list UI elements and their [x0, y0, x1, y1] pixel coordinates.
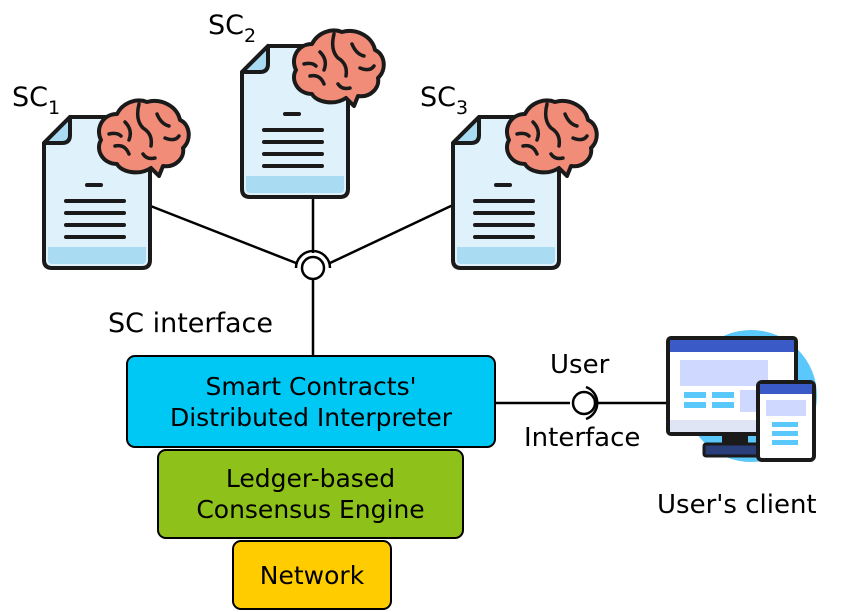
sc-interface-label: SC interface: [108, 308, 273, 339]
consensus-line-2: Consensus Engine: [196, 495, 425, 524]
sc1-label: SC1: [12, 82, 61, 119]
sc2-brain-icon: [291, 28, 386, 108]
user-interface-socket-icon: [571, 385, 599, 421]
network-label: Network: [259, 560, 365, 590]
consensus-engine-box: Ledger-based Consensus Engine: [157, 449, 464, 539]
connector-sc3: [329, 203, 454, 265]
connector-sc1: [147, 203, 297, 265]
sc2-label: SC2: [208, 10, 257, 47]
network-box: Network: [232, 540, 392, 610]
users-client-label: User's client: [657, 490, 817, 520]
distributed-interpreter-box: Smart Contracts' Distributed Interpreter: [126, 355, 496, 448]
interpreter-line-1: Smart Contracts': [205, 371, 417, 401]
interpreter-line-2: Distributed Interpreter: [169, 402, 453, 432]
user-interface-label-line-2: Interface: [524, 423, 641, 453]
tablet-icon: [756, 380, 816, 462]
sc1-brain-icon: [96, 98, 191, 178]
sc3-label: SC3: [420, 82, 469, 119]
user-interface-label-line-1: User: [550, 350, 610, 380]
consensus-line-1: Ledger-based: [225, 464, 396, 493]
sc-interface-socket-icon: [294, 249, 332, 281]
sc3-brain-icon: [504, 98, 599, 178]
